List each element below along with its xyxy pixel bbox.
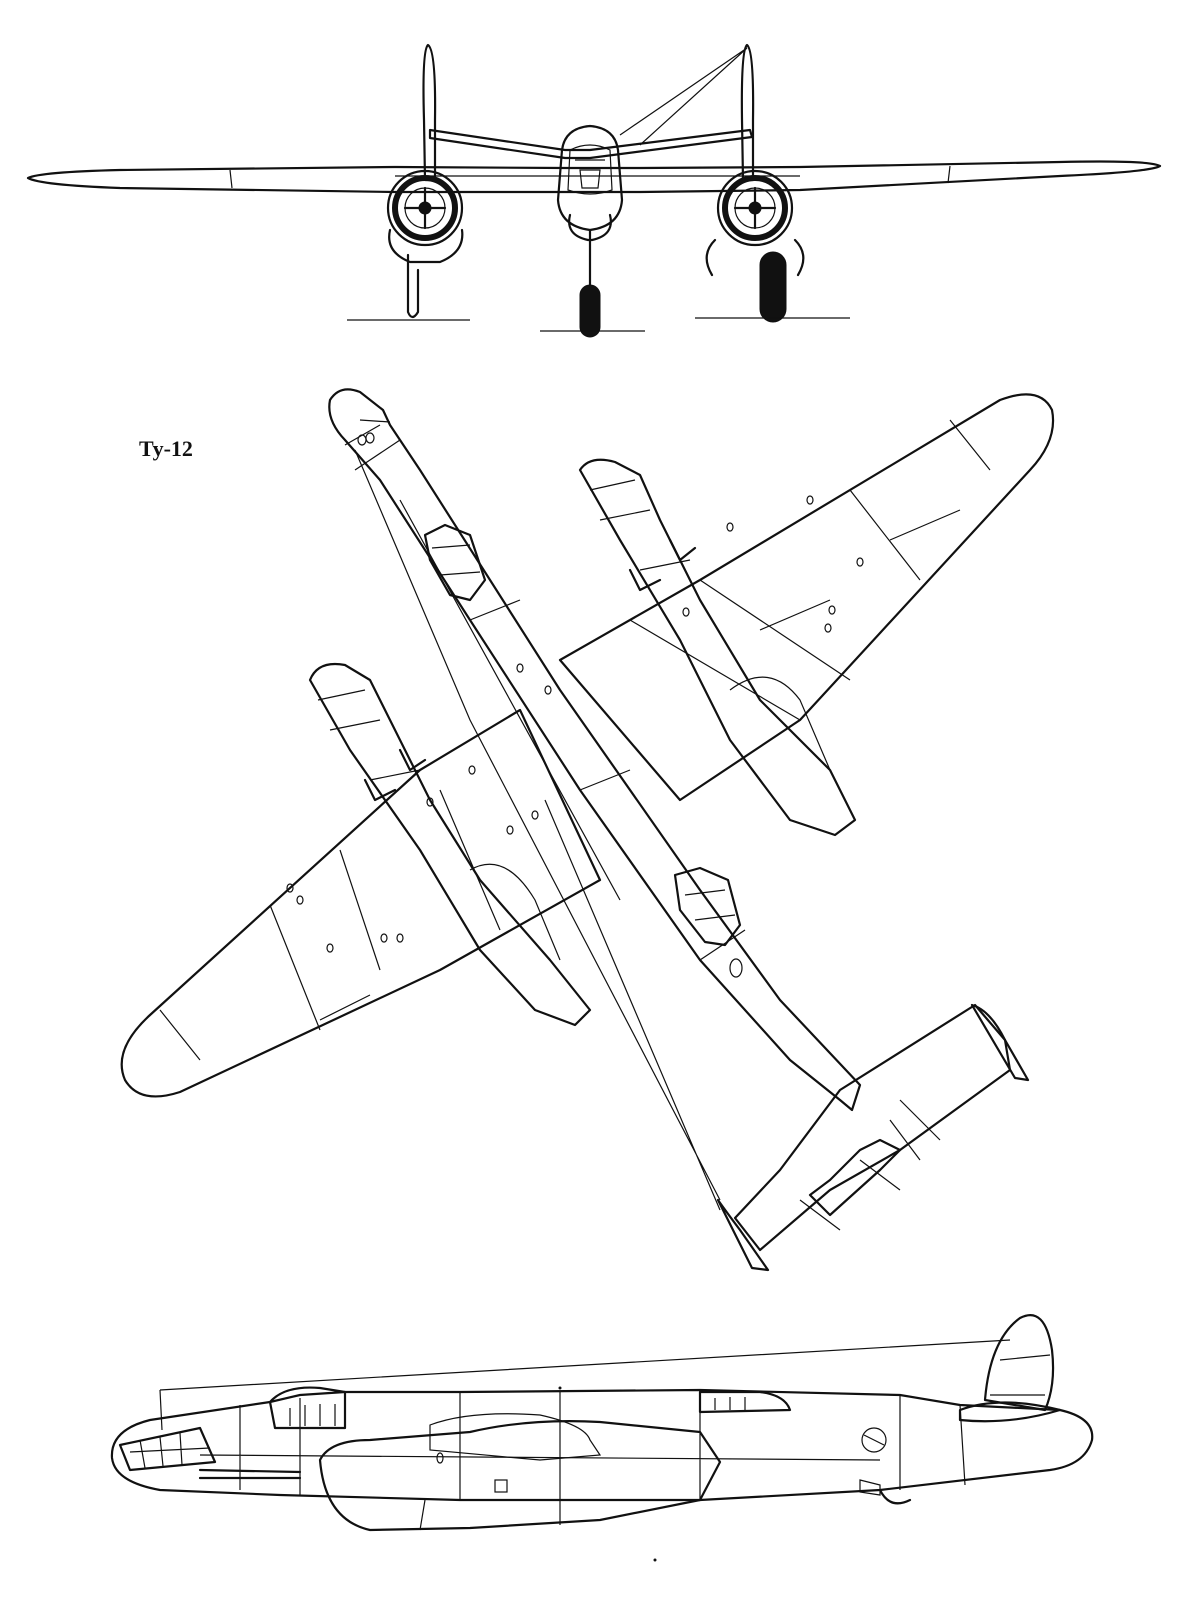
- plan-fuselage: [328, 388, 862, 1112]
- side-nacelle: [318, 1420, 722, 1532]
- plan-access-panels: [286, 432, 864, 953]
- front-nose-wheel: [579, 284, 601, 338]
- plan-canopy-front: [423, 523, 487, 602]
- side-nose-guns: [198, 1468, 302, 1480]
- front-tailplane: [428, 128, 754, 160]
- side-tail-fin: [983, 1313, 1055, 1412]
- side-view: [110, 1313, 1094, 1562]
- side-canopy-front: [268, 1386, 347, 1430]
- side-tail-wheel: [878, 1488, 912, 1505]
- plan-fin-left: [716, 1198, 770, 1272]
- front-main-wheel: [759, 251, 787, 323]
- aircraft-title: Ту-12: [139, 436, 193, 461]
- plan-view: [120, 388, 1055, 1272]
- front-wing: [26, 160, 1162, 194]
- side-tailplane: [958, 1401, 1062, 1423]
- side-nose-glazing: [118, 1426, 217, 1472]
- ground-line: [347, 317, 850, 332]
- plan-fin-right: [970, 1003, 1030, 1082]
- front-fuselage: [556, 124, 624, 232]
- plan-elevator: [808, 1138, 902, 1217]
- front-nose-gear: [568, 213, 612, 292]
- front-engine-left: [386, 169, 464, 319]
- plan-canopy-rear: [673, 866, 742, 947]
- front-fin-left: [422, 43, 437, 182]
- side-access-hatch: [494, 1479, 508, 1493]
- front-view: [26, 43, 1162, 338]
- plan-wing-left: [120, 708, 602, 1098]
- plan-tailplane: [733, 1003, 1012, 1252]
- side-canopy-rear: [698, 1390, 792, 1414]
- plan-nacelle-right: [578, 458, 857, 837]
- front-fin-right: [740, 43, 755, 182]
- side-fuselage: [110, 1388, 1094, 1502]
- side-marking: [861, 1427, 887, 1453]
- plan-nacelle-left: [308, 662, 592, 1027]
- front-engine-right: [705, 169, 805, 323]
- plan-wing-right: [558, 393, 1055, 802]
